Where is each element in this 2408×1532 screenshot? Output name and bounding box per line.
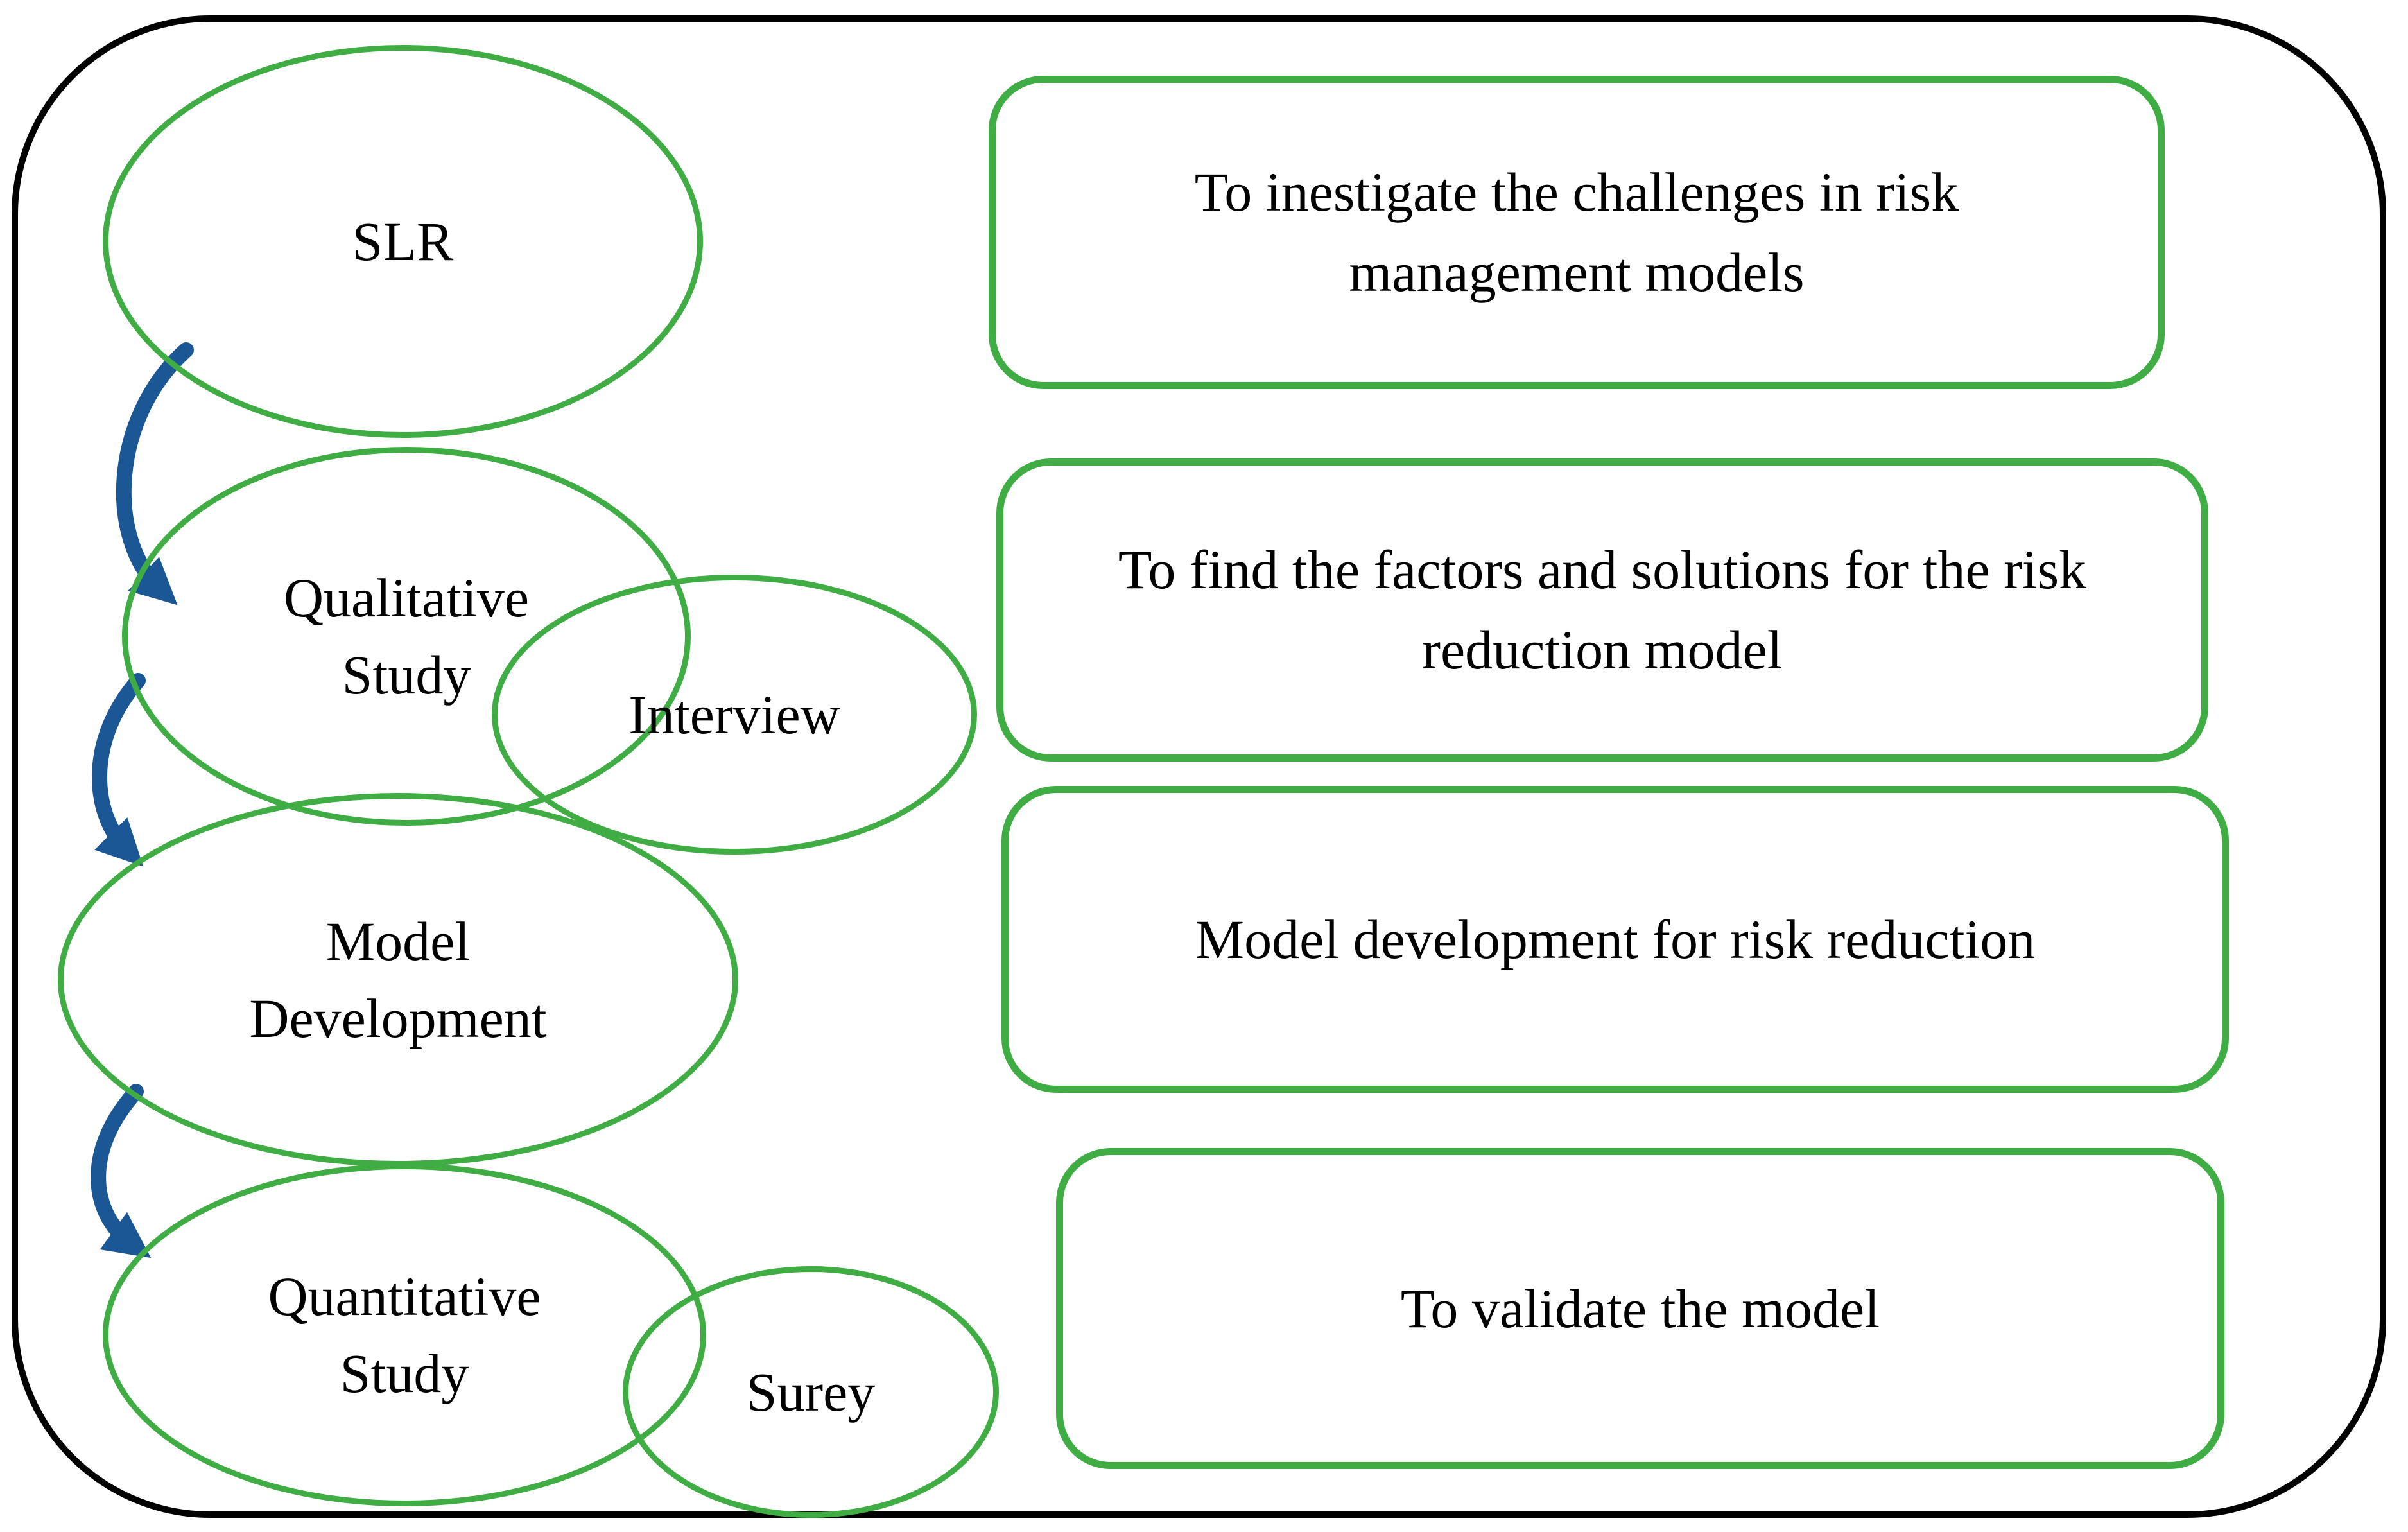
outer-frame <box>12 15 2386 1518</box>
objective-text: Model development for risk reduction <box>1195 908 2036 970</box>
objective-box-1: To inestigate the challenges in risk man… <box>989 76 2165 389</box>
objective-text: To inestigate the challenges in risk man… <box>1194 161 1959 303</box>
method-label: Interview <box>628 683 840 745</box>
stage-ellipse-quantitative-study: Quantitative Study <box>103 1163 706 1506</box>
stage-label: SLR <box>352 210 454 272</box>
objective-box-2: To find the factors and solutions for th… <box>996 458 2208 762</box>
stage-label: Quantitative Study <box>268 1265 541 1404</box>
stage-ellipse-model-development: Model Development <box>58 793 738 1167</box>
method-ellipse-survey: Surey <box>623 1266 999 1518</box>
stage-label: Qualitative Study <box>283 566 530 706</box>
stage-label: Model Development <box>249 910 547 1049</box>
objective-box-4: To validate the model <box>1056 1148 2224 1469</box>
objective-box-3: Model development for risk reduction <box>1001 786 2229 1093</box>
stage-ellipse-slr: SLR <box>103 45 703 438</box>
method-ellipse-interview: Interview <box>492 575 977 855</box>
objective-text: To find the factors and solutions for th… <box>1118 539 2087 681</box>
method-label: Surey <box>746 1361 876 1423</box>
objective-text: To validate the model <box>1400 1277 1880 1339</box>
